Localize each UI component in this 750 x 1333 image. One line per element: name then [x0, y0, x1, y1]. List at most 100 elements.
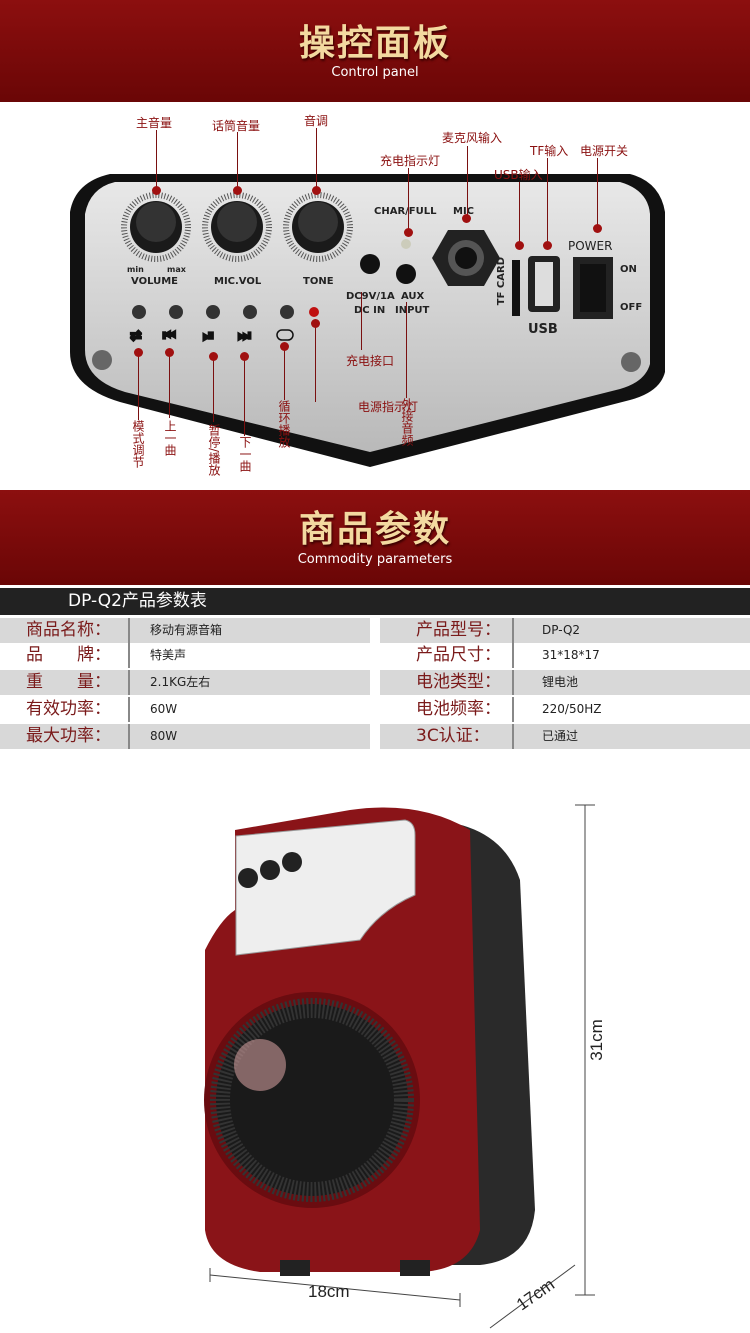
- max-label: max: [167, 265, 186, 274]
- callout-dot: [543, 241, 552, 250]
- param-value: 220/50HZ: [542, 702, 602, 716]
- callout-line: [284, 346, 285, 400]
- callout-mic-volume: 话筒音量: [212, 119, 261, 133]
- callout-dot: [165, 348, 174, 357]
- callout-charge-indicator: 充电指示灯: [380, 154, 441, 168]
- param-label: 品 牌：: [26, 645, 111, 665]
- callout-line: [406, 302, 407, 398]
- callout-line: [156, 130, 157, 190]
- table-row: 最大功率： 80W: [0, 724, 370, 749]
- section-title: 操控面板: [298, 23, 451, 64]
- callout-aux-audio: 外接音频: [400, 398, 414, 446]
- param-label: 重 量：: [26, 672, 111, 692]
- callout-loop: 循环播放: [277, 400, 291, 448]
- param-value: 60W: [150, 702, 178, 716]
- mic-label: MIC: [453, 206, 475, 217]
- dc-in-label: DC IN: [354, 305, 386, 316]
- callout-tf-input: TF输入: [530, 144, 569, 158]
- svg-text:⏮: ⏮: [163, 328, 176, 344]
- param-label: 产品尺寸：: [416, 645, 501, 665]
- param-value: 已通过: [542, 729, 579, 743]
- callout-line: [237, 132, 238, 190]
- volume-label: VOLUME: [131, 276, 178, 287]
- off-label: OFF: [620, 302, 643, 313]
- param-value: 80W: [150, 729, 178, 743]
- callout-next: 下一曲: [238, 436, 252, 472]
- param-label: 电池类型：: [416, 672, 501, 692]
- svg-text:⇄: ⇄: [130, 328, 142, 344]
- param-label: 3C认证：: [416, 726, 490, 746]
- table-row: 商品名称： 移动有源音箱: [0, 618, 370, 643]
- svg-text:⏯: ⏯: [203, 328, 214, 344]
- table-row: 重 量： 2.1KG左右: [0, 670, 370, 695]
- table-row: 产品尺寸： 31*18*17: [380, 643, 750, 668]
- mic-vol-label: MIC.VOL: [214, 276, 262, 287]
- table-row: 3C认证： 已通过: [380, 724, 750, 749]
- callout-play-pause: 暂停/播放: [207, 424, 221, 477]
- callout-charge-port: 充电接口: [346, 354, 395, 368]
- aux-label: AUX: [401, 291, 425, 302]
- tone-label: TONE: [303, 276, 334, 287]
- callout-dot: [404, 228, 413, 237]
- callout-dot: [280, 342, 289, 351]
- param-value: 锂电池: [542, 675, 579, 689]
- callout-dot: [593, 224, 602, 233]
- param-value: 2.1KG左右: [150, 675, 211, 689]
- param-label: 最大功率：: [26, 726, 111, 746]
- callout-line: [316, 128, 317, 190]
- callout-tone: 音调: [304, 114, 329, 128]
- param-value: DP-Q2: [542, 623, 581, 637]
- callout-main-volume: 主音量: [136, 116, 173, 130]
- callout-power-indicator: 电源指示灯: [358, 400, 419, 414]
- table-row: 产品型号： DP-Q2: [380, 618, 750, 643]
- callout-dot: [209, 352, 218, 361]
- param-label: 商品名称：: [26, 620, 111, 640]
- callout-prev: 上一曲: [163, 420, 177, 456]
- table-row: 有效功率： 60W: [0, 697, 370, 722]
- callout-line: [169, 352, 170, 418]
- callout-line: [244, 356, 245, 436]
- callout-line: [138, 352, 139, 420]
- param-value: 31*18*17: [542, 648, 600, 662]
- params-banner: 商品参数 Commodity parameters: [0, 490, 750, 585]
- callout-line: [408, 168, 409, 232]
- callout-line: [315, 322, 316, 402]
- callout-dot: [240, 352, 249, 361]
- callout-line: [467, 146, 468, 216]
- callout-line: [213, 356, 214, 422]
- dc-label: DC9V/1A: [346, 291, 395, 302]
- callout-dot: [462, 214, 471, 223]
- callout-line: [519, 182, 520, 244]
- control-panel-image: ⇄ ⏮ ⏯ ⏭ min max VOLUME MIC.VOL TONE CHAR…: [0, 102, 750, 490]
- usb-label: USB: [528, 322, 558, 337]
- callout-line: [597, 158, 598, 226]
- param-value: 移动有源音箱: [150, 623, 223, 637]
- callout-mode: 模式调节: [131, 420, 145, 468]
- callout-dot: [134, 348, 143, 357]
- section-subtitle: Control panel: [331, 65, 419, 80]
- power-label: POWER: [568, 239, 613, 253]
- param-label: 产品型号：: [416, 620, 501, 640]
- knobs: [121, 192, 353, 262]
- table-row: 电池频率： 220/50HZ: [380, 697, 750, 722]
- callout-dot: [312, 186, 321, 195]
- input-label: INPUT: [395, 305, 430, 316]
- param-label: 电池频率：: [416, 699, 501, 719]
- tf-card-label: TF CARD: [496, 257, 507, 306]
- table-row: 电池类型： 锂电池: [380, 670, 750, 695]
- height-dimension: 31cm: [586, 1019, 606, 1061]
- callout-usb-input: USB输入: [494, 168, 543, 182]
- table-row: 品 牌： 特美声: [0, 643, 370, 668]
- speaker-image: [204, 804, 595, 1329]
- section-subtitle: Commodity parameters: [297, 552, 453, 567]
- callout-dot: [152, 186, 161, 195]
- param-label: 有效功率：: [26, 699, 111, 719]
- min-label: min: [127, 265, 144, 274]
- callout-mic-input: 麦克风输入: [442, 131, 503, 145]
- callout-dot: [515, 241, 524, 250]
- table-title: DP-Q2产品参数表: [0, 588, 750, 615]
- char-full-label: CHAR/FULL: [374, 206, 437, 217]
- width-dimension: 18cm: [308, 1282, 350, 1301]
- param-value: 特美声: [150, 648, 187, 662]
- callout-power-switch: 电源开关: [580, 144, 629, 158]
